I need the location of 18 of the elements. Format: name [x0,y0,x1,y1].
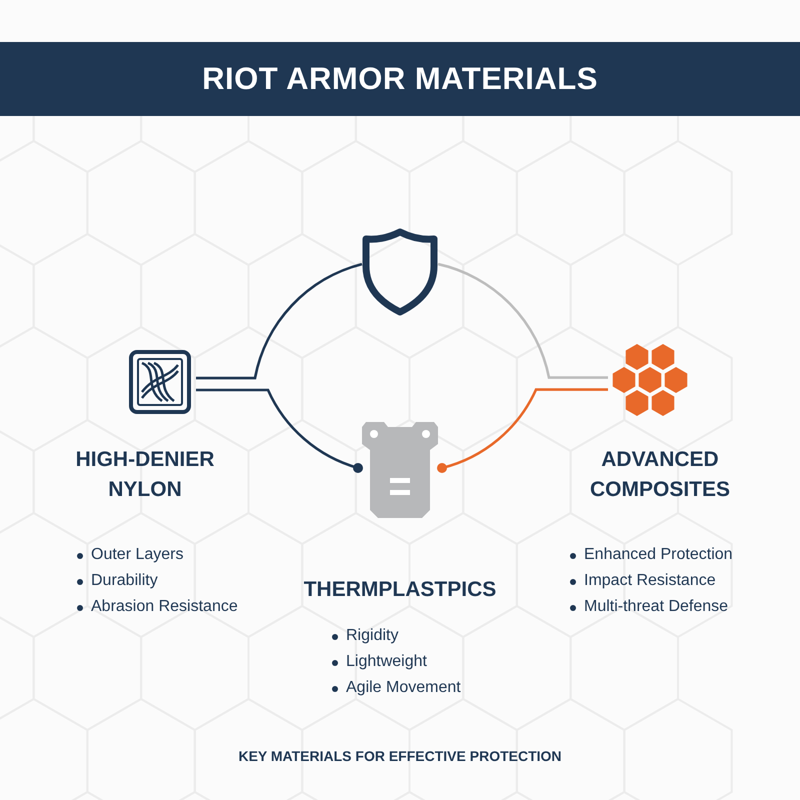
bullet-item: Lightweight [330,653,500,672]
material-heading: HIGH-DENIER NYLON [74,447,216,504]
connector-line [438,262,608,379]
caption: KEY MATERIALS FOR EFFECTIVE PROTECTION [237,748,563,764]
bullet-item: Abrasion Resistance [75,598,250,616]
bullet-item: Impact Resistance [568,572,765,590]
bullet-item: Rigidity [330,627,500,646]
material-heading: ADVANCED COMPOSITES [588,447,732,504]
bullet-item: Enhanced Protection [568,546,765,564]
bullet-item: Agile Movement [330,679,500,698]
bullet-item: Multi-threat Defense [568,598,765,616]
connector-line [196,262,362,380]
connector-line [196,388,363,473]
bullet-item: Outer Layers [75,546,250,564]
title-banner: RIOT ARMOR MATERIALS [0,42,800,116]
connector-line [437,388,608,473]
bullet-item: Durability [75,572,250,590]
material-heading: THERMPLASTPICS [302,577,498,603]
